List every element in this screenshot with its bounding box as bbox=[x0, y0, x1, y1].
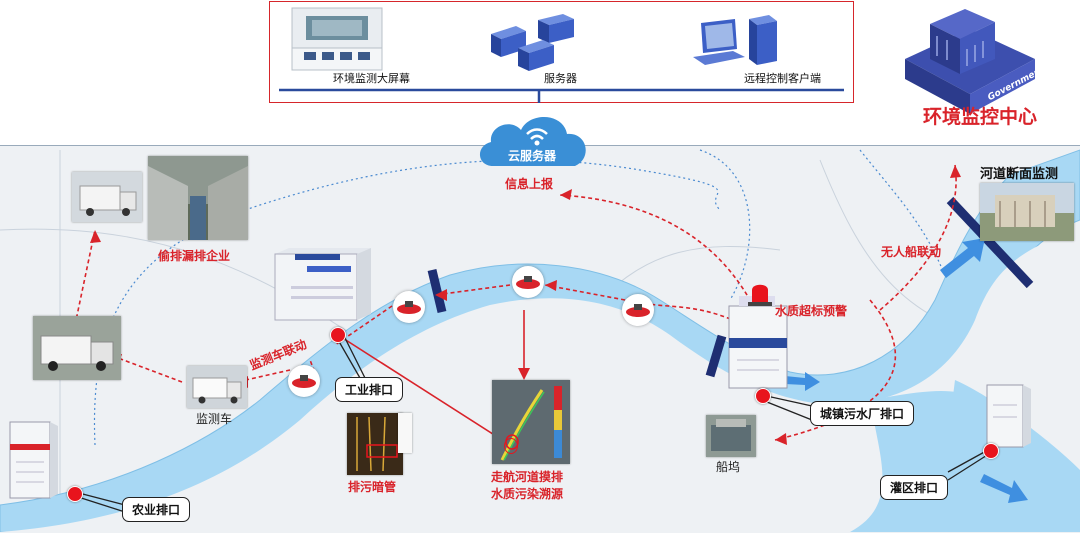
cloud-label: 云服务器 bbox=[508, 149, 557, 163]
irrigation-outlet-callout: 灌区排口 bbox=[880, 475, 949, 500]
water-quality-station-icon bbox=[728, 296, 788, 389]
government-building-icon bbox=[905, 9, 1035, 114]
cloud-icon bbox=[479, 116, 586, 166]
client-label: 远程控制客户端 bbox=[744, 72, 821, 85]
dock-label: 船坞 bbox=[716, 460, 741, 474]
industrial-outlet-callout: 工业排口 bbox=[335, 377, 404, 402]
drone-boat-2 bbox=[622, 294, 654, 326]
river-section-label: 河道断面监测 bbox=[980, 167, 1059, 182]
water-alarm-label: 水质超标预警 bbox=[775, 304, 848, 318]
video-wall-label: 环境监测大屏幕 bbox=[333, 72, 410, 85]
monitoring-vehicle-photo bbox=[187, 366, 247, 408]
sewage-outlet-pin bbox=[755, 388, 771, 404]
pipe-side-panel bbox=[398, 413, 412, 453]
industrial-outlet-pin bbox=[330, 327, 346, 343]
sewage-outlet-callout: 城镇污水厂排口 bbox=[810, 401, 915, 426]
pollution-trace-map bbox=[492, 380, 570, 464]
irrigation-station-icon bbox=[986, 384, 1031, 448]
agricultural-outlet-callout: 农业排口 bbox=[122, 497, 191, 522]
control-center-title: 环境监控中心 bbox=[923, 106, 1038, 128]
trace-label-line1: 走航河道摸排 bbox=[491, 470, 564, 484]
vehicle-photo-2 bbox=[33, 316, 121, 380]
vehicle-photo-1 bbox=[72, 172, 142, 222]
irrigation-outlet-pin bbox=[983, 443, 999, 459]
video-wall-icon bbox=[291, 7, 383, 71]
illegal-discharge-label: 偷排漏排企业 bbox=[158, 249, 231, 263]
monitoring-vehicle-label: 监测车 bbox=[196, 412, 233, 426]
agricultural-station-icon bbox=[9, 421, 58, 499]
monitoring-station-icon bbox=[274, 248, 371, 321]
discharge-photo bbox=[148, 156, 248, 240]
drone-boat-1 bbox=[512, 266, 544, 298]
report-label: 信息上报 bbox=[505, 177, 554, 191]
hidden-pipe-photo bbox=[347, 413, 403, 475]
server-icon bbox=[491, 14, 574, 71]
control-center-graphics bbox=[279, 88, 844, 103]
drone-link-label: 无人船联动 bbox=[881, 245, 942, 259]
alarm-light-icon bbox=[748, 284, 772, 306]
server-label: 服务器 bbox=[544, 72, 577, 85]
drone-boat-4 bbox=[288, 365, 320, 397]
trace-label-line2: 水质污染溯源 bbox=[491, 487, 564, 501]
computer-icon bbox=[693, 15, 777, 65]
drone-boat-3 bbox=[393, 291, 425, 323]
agricultural-outlet-pin bbox=[67, 486, 83, 502]
river-section-photo bbox=[980, 183, 1074, 241]
dock-photo bbox=[706, 415, 756, 457]
hidden-pipe-label: 排污暗管 bbox=[348, 480, 397, 494]
trace-marker bbox=[504, 438, 518, 454]
